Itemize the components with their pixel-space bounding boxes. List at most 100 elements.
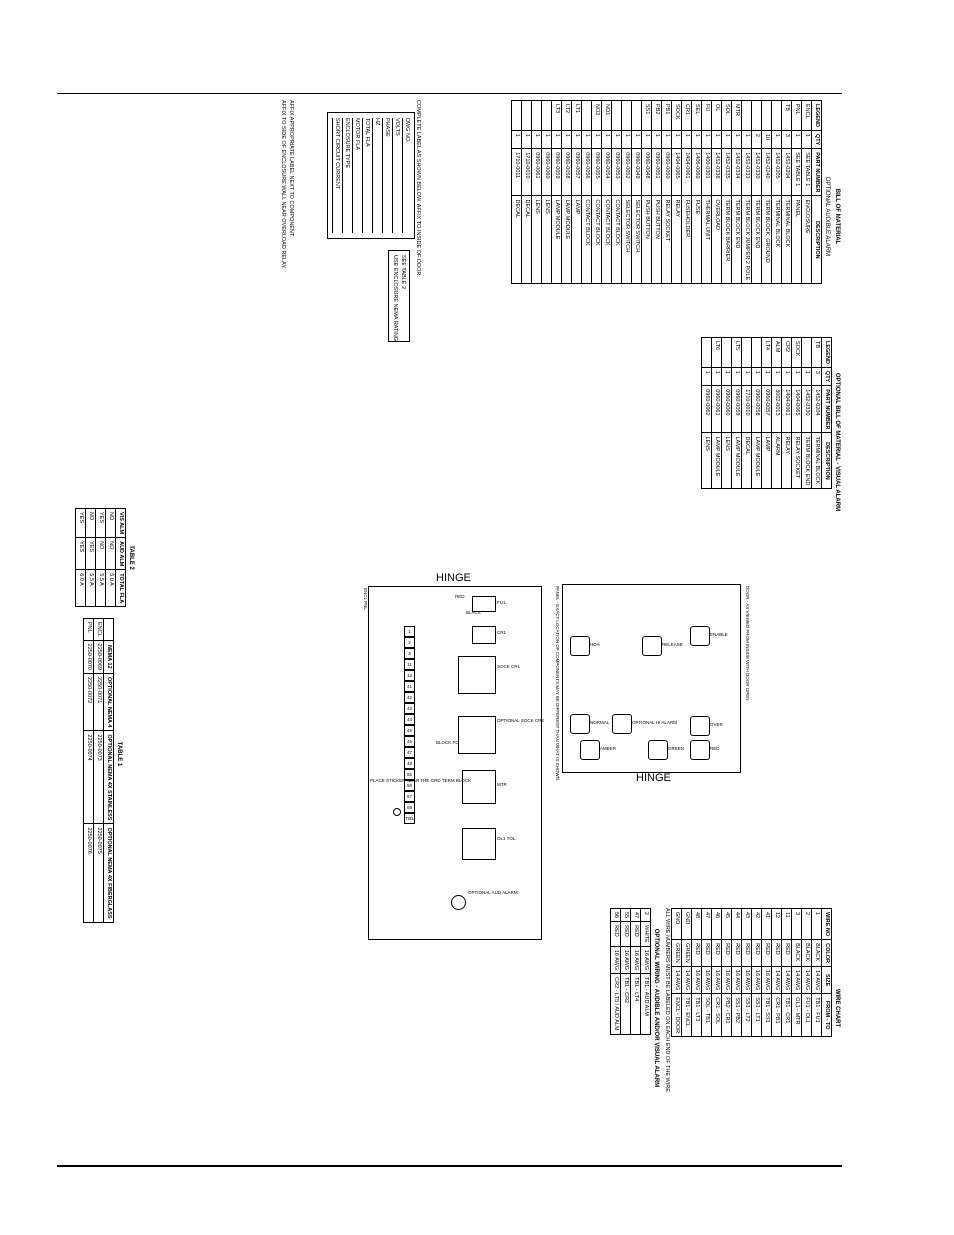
- optbom-cell: 1: [741, 367, 752, 386]
- wire-cell: TB1 - LT3: [691, 993, 702, 1037]
- optbom-cell: LAMP MODULE: [731, 432, 742, 489]
- socket-cr2: [458, 716, 496, 754]
- table1-cell: 2250-0070: [83, 640, 94, 674]
- bom-cell: 1452-0333: [741, 148, 752, 196]
- optbom-cell: 1: [801, 367, 812, 386]
- optbom-cell: 3: [811, 367, 822, 386]
- table1-cell: 2250-0072: [83, 673, 94, 731]
- bom-cell: LENS: [531, 195, 542, 284]
- table-2-title: TABLE 2: [128, 545, 134, 570]
- door-device-lt1: [570, 714, 590, 734]
- door-device-label: RELEASE: [662, 642, 683, 647]
- optwire-cell: WHITE: [640, 921, 651, 947]
- bom-cell: 1: [521, 130, 532, 149]
- wire-cell: 42: [751, 908, 762, 940]
- bom-cell: 1: [561, 130, 572, 149]
- header-rule: [57, 93, 842, 94]
- optbom-cell: TERM BLOCK END: [801, 432, 812, 489]
- bom-cell: PB1: [661, 100, 672, 131]
- bom-cell: 1: [741, 130, 752, 149]
- bom-cell: 1: [611, 130, 622, 149]
- bom-cell: 1: [531, 130, 542, 149]
- bom-header: QTY: [811, 130, 822, 149]
- wire-cell: FU1 - OL1: [801, 993, 812, 1037]
- table2-cell: 5.5 A: [85, 569, 96, 607]
- table2-cell: YES: [75, 508, 86, 538]
- optwire-cell: TB1 - AUD ALM: [640, 973, 651, 1035]
- bom-cell: 1404-0061: [681, 148, 692, 196]
- table1-header: OPTIONAL NEMA 4X STAINLESS: [103, 730, 114, 824]
- optbom-cell: 1: [731, 367, 742, 386]
- wire-cell: RED: [751, 939, 762, 967]
- optbom-cell: 0960-0059: [731, 385, 742, 433]
- bom-cell: [511, 100, 522, 131]
- door-device-label: GREEN: [668, 746, 685, 751]
- optwire-cell: 16 AWG: [610, 946, 621, 974]
- door-device-label: OVER: [710, 722, 723, 727]
- optbom-header: QTY: [821, 367, 832, 386]
- see-table-text: SEE TABLE 2: [400, 255, 406, 290]
- wire-cell: BLACK: [791, 939, 802, 967]
- bom-cell: 1452-0335: [721, 148, 732, 196]
- optwire-cell: CR2 - LT5 / AUD ALM: [610, 973, 621, 1035]
- bom-cell: 1452-0336: [711, 148, 722, 196]
- door-device-lt4: [580, 740, 600, 760]
- wire-chart-note: ALL WIRE NUMBERS MUST BE LABELED ON EACH…: [664, 908, 670, 1094]
- motor-contactor: [462, 770, 496, 804]
- door-device-pb1: [690, 626, 710, 646]
- bom-cell: LT2: [561, 100, 572, 131]
- bom-cell: 1: [551, 130, 562, 149]
- bom-cell: CR1: [681, 100, 692, 131]
- wire-red-label: RED: [455, 594, 465, 599]
- optbom-cell: TB: [811, 337, 822, 368]
- wire-cell: 16 AWG: [691, 966, 702, 994]
- terminal-block: 45: [404, 725, 415, 736]
- bom-cell: 10: [761, 130, 772, 149]
- bom-cell: 1: [581, 130, 592, 149]
- wire-cell: SOL - TB1: [701, 993, 712, 1037]
- door-device-label: ENABLE: [710, 632, 728, 637]
- wire-cell: 16 AWG: [711, 966, 722, 994]
- bom-cell: 1452-0204: [781, 148, 792, 196]
- wire-cell: RED: [731, 939, 742, 967]
- bom-cell: 0960-0053: [611, 148, 622, 196]
- bom-cell: 1: [771, 130, 782, 149]
- table2-header: VIS ALM: [115, 508, 126, 538]
- optbom-cell: 1452-0204: [811, 385, 822, 433]
- bom-header: PART NUMBER: [811, 148, 822, 196]
- bom-cell: [521, 100, 532, 131]
- wire-cell: 41: [761, 908, 772, 940]
- ol-label: OL1 TOL: [497, 836, 516, 841]
- bom-cell: TERM BLOCK, GROUND: [761, 195, 772, 284]
- bom-cell: SELECTOR SWITCH: [631, 195, 642, 284]
- table2-cell: NO: [85, 508, 96, 538]
- table1-header: OPTIONAL NEMA 4X FIBERGLASS: [103, 823, 114, 923]
- see-table-box: SEE TABLE 2 USE ENCLOSURE NEMA RATING: [388, 250, 410, 342]
- bom-cell: 1452-0334: [731, 148, 742, 196]
- terminal-block: 46: [404, 736, 415, 747]
- bom-cell: SEL: [691, 100, 702, 131]
- optbom-cell: [741, 337, 752, 368]
- bom-cell: 0960-0059: [551, 148, 562, 196]
- bom-cell: TERM BLOCK JUMPER 2 POLE: [741, 195, 752, 284]
- bom-cell: 0960-0048: [641, 148, 652, 196]
- optwire-cell: 47: [630, 908, 641, 922]
- bom-cell: [541, 100, 552, 131]
- bom-cell: 1: [631, 130, 642, 149]
